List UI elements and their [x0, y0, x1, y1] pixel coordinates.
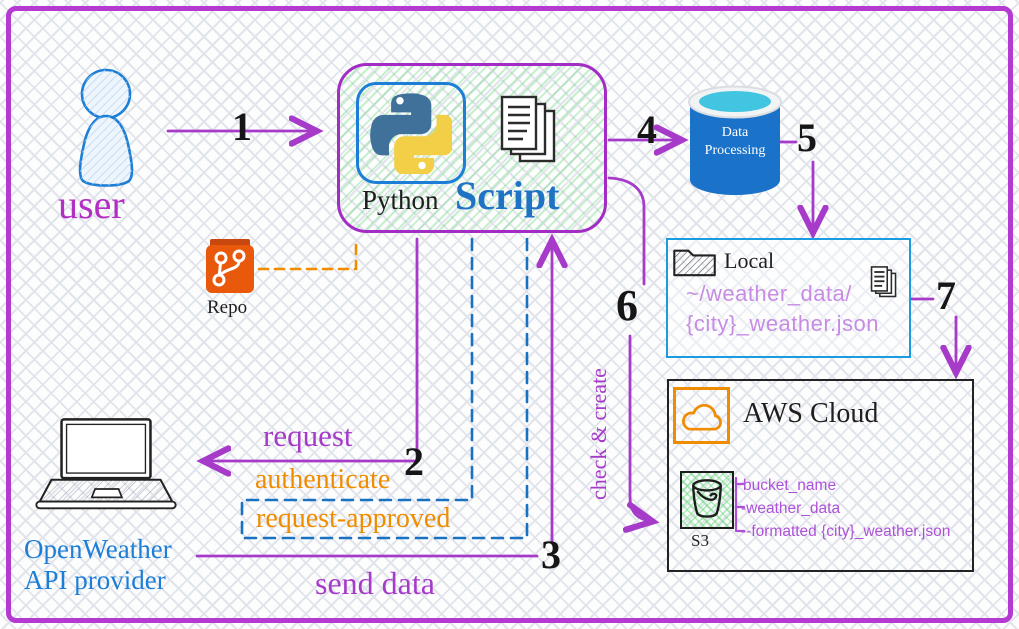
bucket-tree-line3: --formatted {city}_weather.json	[741, 523, 951, 540]
edge-repo-dashed	[257, 237, 358, 271]
openweather-label-line2: API provider	[24, 565, 166, 595]
local-path-line2: {city}_weather.json	[686, 311, 879, 336]
data-processing-label-line1: Data	[721, 125, 749, 140]
step2-number: 2	[404, 439, 424, 484]
openweather-label-line1: OpenWeather	[24, 534, 172, 564]
step3-number: 3	[541, 532, 561, 577]
check-create-label: check & create	[586, 368, 611, 500]
local-files-icon	[870, 266, 897, 298]
step6-number: 6	[616, 281, 638, 330]
aws-cloud-title: AWS Cloud	[743, 398, 879, 429]
s3-label: S3	[691, 531, 709, 550]
step4-number: 4	[637, 107, 657, 152]
authenticate-label: authenticate	[255, 464, 391, 495]
step5-number: 5	[797, 115, 817, 160]
python-logo-icon	[356, 82, 466, 184]
step1-number: 1	[232, 104, 252, 149]
edge-step6-line	[607, 176, 646, 286]
script-pages-icon	[500, 95, 556, 163]
bucket-tree-line1: bucket_name	[743, 477, 837, 494]
git-repo-icon	[206, 239, 254, 293]
aws-cloud-box: AWS Cloud S3	[667, 379, 974, 572]
aws-cloud-icon	[673, 387, 730, 444]
user-label: user	[58, 182, 125, 227]
local-title: Local	[724, 248, 775, 273]
python-label: Python	[362, 185, 439, 215]
send-data-label: send data	[315, 565, 435, 601]
bucket-tree-bracket	[734, 476, 745, 533]
data-processing-cylinder-icon	[688, 85, 782, 195]
step7-number: 7	[936, 273, 956, 318]
script-label: Script	[455, 173, 560, 218]
request-approved-label: request-approved	[256, 503, 451, 534]
request-label: request	[263, 418, 353, 453]
s3-bucket-icon	[680, 471, 734, 529]
laptop-icon	[35, 418, 177, 510]
data-processing-label-line2: Processing	[704, 143, 766, 158]
edge-authenticate-dashed	[240, 237, 529, 540]
edge-step2-arrow	[206, 237, 419, 461]
repo-label: Repo	[207, 297, 248, 318]
edge-step6-arrow	[630, 334, 650, 521]
user-icon	[78, 68, 134, 187]
local-path-line1: ~/weather_data/	[686, 281, 852, 306]
bucket-tree-line2: -weather_data	[741, 500, 841, 517]
folder-icon	[673, 249, 716, 277]
